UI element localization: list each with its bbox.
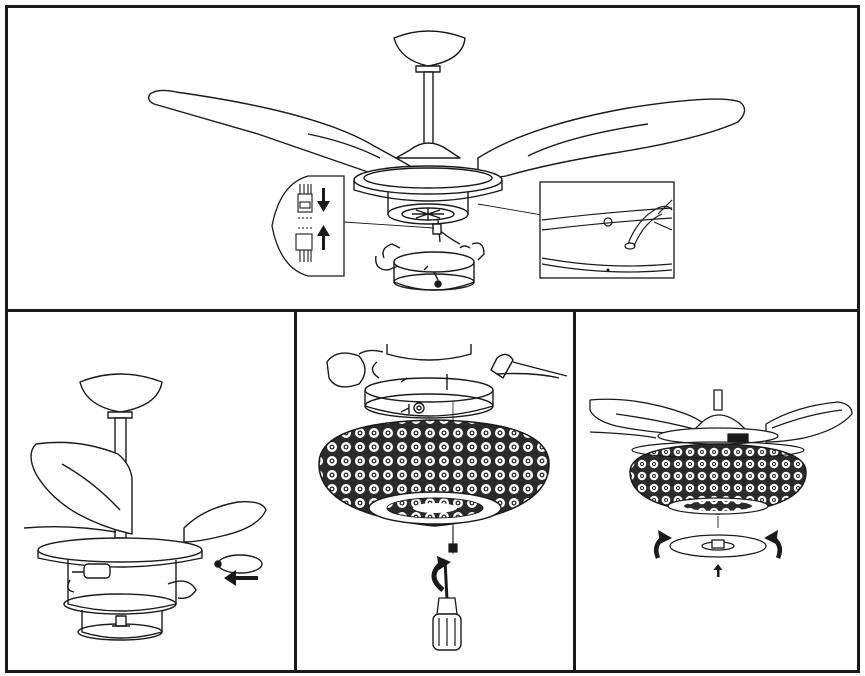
- light-kit-install-illustration: [23, 373, 267, 641]
- down-arrow-icon: [317, 188, 330, 212]
- fan-with-connector-illustration: [147, 30, 746, 291]
- panel-step-2: [8, 314, 295, 670]
- crystal-shade-install-illustration: [318, 344, 568, 651]
- up-arrow-icon: [713, 564, 723, 577]
- rotate-left-arrow-icon: [431, 556, 451, 592]
- crystal-shade-mounted: [629, 441, 807, 515]
- up-arrow-icon: [317, 225, 330, 250]
- left-arrow-icon: [224, 570, 258, 586]
- panel-step-4: [576, 314, 857, 670]
- crystal-shade: [318, 419, 550, 527]
- panel-step-3: [297, 314, 574, 670]
- glass-cover-twist-illustration: [589, 389, 853, 577]
- rotate-left-arrow-icon: [654, 530, 672, 559]
- connector-detail-bubble: [271, 175, 345, 277]
- screw-detail-inset: [539, 181, 675, 279]
- rotate-right-arrow-icon: [764, 530, 782, 559]
- panel-step-1: [8, 8, 857, 311]
- screwdriver-icon: [432, 559, 462, 651]
